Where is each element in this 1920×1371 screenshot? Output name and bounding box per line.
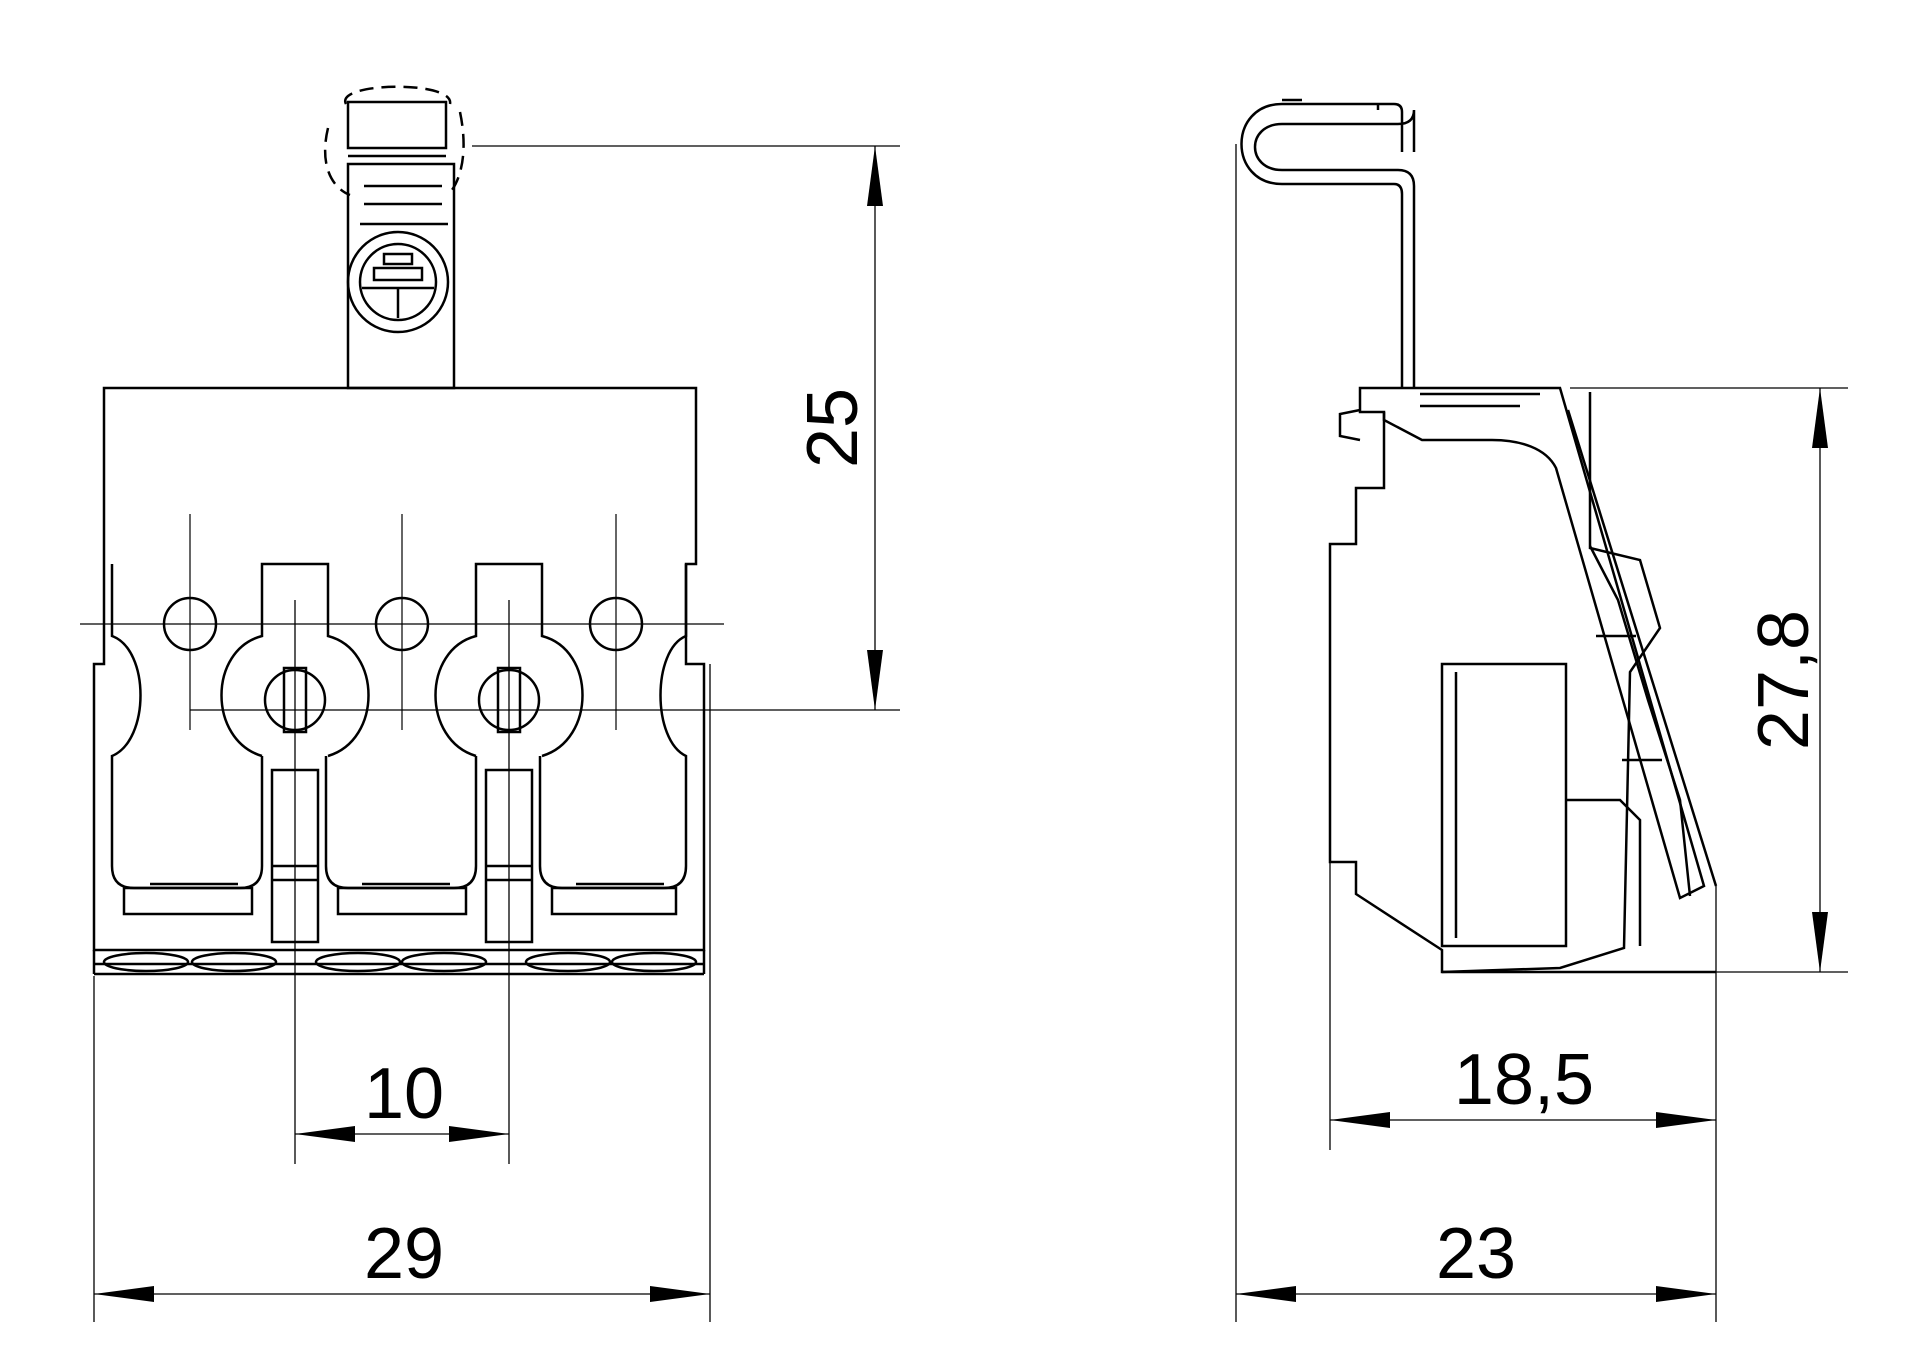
- dimension-label-front-width: 29: [364, 1214, 444, 1294]
- side-housing: [1358, 386, 1706, 900]
- actuating-lever: [1566, 409, 1718, 897]
- wire-pockets: [110, 564, 688, 916]
- front-housing: [92, 386, 706, 952]
- dimension-label-side-depth-inner: 18,5: [1454, 1040, 1594, 1120]
- side-wire-entry: [1440, 662, 1568, 948]
- earth-symbol-icon: [346, 230, 450, 334]
- front-dimensions: [93, 145, 900, 1322]
- front-centerlines: [80, 514, 724, 730]
- side-dimensions: [1235, 144, 1848, 1322]
- dimension-label-side-height: 27,8: [1744, 610, 1824, 750]
- mounting-tab: [323, 85, 465, 390]
- side-view: [1240, 98, 1718, 974]
- cable-entries: [102, 951, 698, 973]
- mounting-hook: [1240, 102, 1416, 388]
- dimension-label-pitch: 10: [364, 1054, 444, 1134]
- dimension-label-side-depth-total: 23: [1436, 1214, 1516, 1294]
- dimension-label-front-height: 25: [793, 388, 873, 468]
- front-view: [92, 85, 706, 976]
